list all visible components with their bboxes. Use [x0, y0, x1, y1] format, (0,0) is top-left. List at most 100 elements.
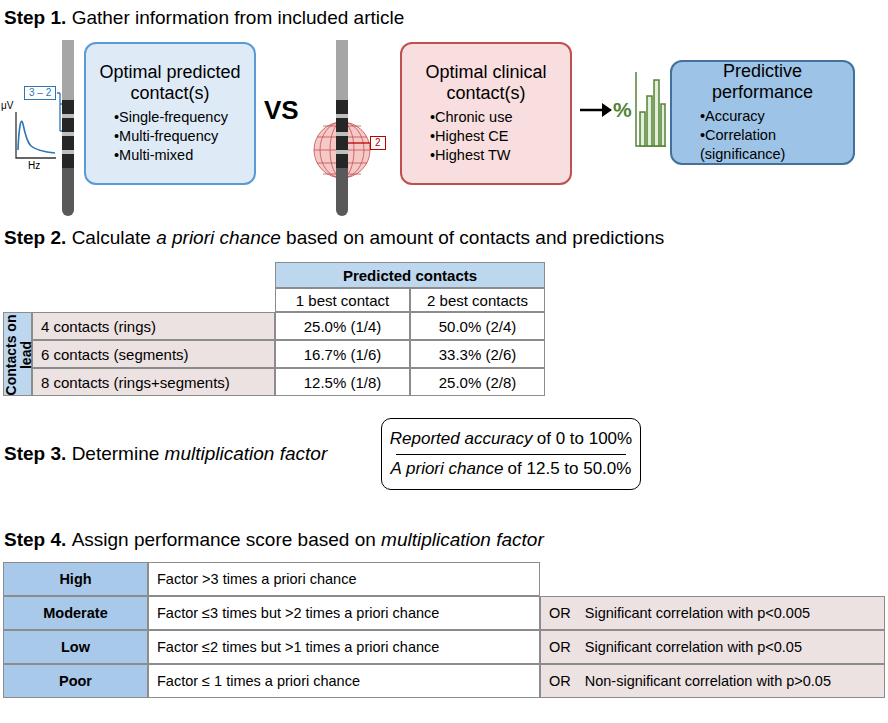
table-cell: 50.0% (2/4) — [410, 312, 545, 340]
or-label: OR — [549, 605, 571, 621]
fraction-text: of 12.5 to 50.0% — [508, 459, 632, 478]
table-text: Non-significant correlation with p>0.05 — [585, 673, 831, 689]
table-cell: 33.3% (2/6) — [410, 340, 545, 368]
table-header: Contacts on lead — [3, 315, 34, 396]
bullet-item: •Correlation (significance) — [682, 126, 843, 164]
table-cell: OR Significant correlation with p<0.05 — [540, 630, 885, 664]
numerator: Reported accuracyof 0 to 100% — [390, 428, 632, 450]
axis-label: Hz — [28, 160, 40, 171]
rotated-header: Contacts on lead — [4, 313, 34, 397]
step-heading: Step 2.Calculatea priori chancebased on … — [4, 226, 670, 250]
step-text: based on amount of contacts and predicti… — [286, 227, 664, 248]
table-cell: Factor >3 times a priori chance — [148, 562, 540, 596]
contact-number: 2 — [375, 137, 381, 148]
step-number: Step 4. — [4, 529, 66, 550]
table-cell: 1 best contact — [275, 288, 410, 312]
table-cell: Moderate — [3, 596, 148, 630]
table-cell: Poor — [3, 664, 148, 698]
bullet-item: •Highest TW — [412, 146, 560, 165]
table-cell: Factor ≤ 1 times a priori chance — [148, 664, 540, 698]
table-text: 25.0% (1/4) — [304, 318, 382, 335]
box-title: Optimal clinical contact(s) — [412, 62, 560, 103]
table-cell: Low — [3, 630, 148, 664]
step-heading: Step 4. Assign performance score based on… — [4, 528, 549, 552]
fraction-box: Reported accuracyof 0 to 100% A priori ch… — [381, 418, 641, 490]
versus-label: VS — [264, 95, 299, 126]
fraction-text: A priori chance — [391, 459, 504, 478]
table-text: Factor >3 times a priori chance — [157, 571, 356, 587]
bullet-item: •Multi-frequency — [96, 127, 244, 146]
table-text: Significant correlation with p<0.05 — [585, 639, 802, 655]
table-text: 4 contacts (rings) — [41, 318, 156, 335]
table-cell: 12.5% (1/8) — [275, 368, 410, 396]
table-cell: Factor ≤3 times but >2 times a priori ch… — [148, 596, 540, 630]
fraction-text: of 0 to 100% — [537, 429, 632, 448]
bullet-item: •Accuracy — [682, 107, 843, 126]
table-text: Poor — [59, 673, 92, 689]
result-arrow — [580, 103, 612, 117]
predicted-box: Optimal predicted contact(s) •Single-freq… — [84, 42, 256, 185]
table-cell: High — [3, 562, 148, 596]
table-cell: 2 best contacts — [410, 288, 545, 312]
versus-label: VS — [264, 95, 299, 125]
table-cell: 8 contacts (rings+segments) — [32, 368, 275, 396]
dbs-lead — [62, 40, 74, 216]
or-label: OR — [549, 673, 571, 689]
step-text: Gather information from included article — [72, 7, 405, 28]
table-text: 50.0% (2/4) — [439, 318, 517, 335]
table-cell: 4 contacts (rings) — [32, 312, 275, 340]
table-text: 16.7% (1/6) — [304, 346, 382, 363]
table-text: Predicted contacts — [343, 267, 477, 284]
table-cell: 25.0% (2/8) — [410, 368, 545, 396]
step-text: a priori chance — [156, 227, 281, 248]
table-cell: Contacts on lead — [3, 312, 32, 396]
leader-line — [57, 93, 62, 131]
bar-chart-icon — [636, 72, 666, 146]
spectrum-plot — [16, 112, 56, 158]
performance-box: Predictive performance•Accuracy•Correlat… — [670, 60, 855, 165]
fraction-text: Reported accuracy — [390, 429, 533, 448]
axis-label: Hz — [28, 160, 40, 171]
table-cell: OR Significant correlation with p<0.005 — [540, 596, 885, 630]
table-text: 1 best contact — [296, 292, 389, 309]
table-cell: 25.0% (1/4) — [275, 312, 410, 340]
table-text: Moderate — [43, 605, 107, 621]
box-title: Optimal predicted contact(s) — [96, 62, 244, 103]
leader-line — [348, 142, 370, 143]
step-heading: Step 1.Gather information from included … — [4, 6, 410, 30]
bullet-item: •Highest CE — [412, 127, 560, 146]
step-text: Assign performance score based on — [72, 529, 376, 550]
bullet-item: •Multi-mixed — [96, 146, 244, 165]
step-number: Step 3. — [4, 443, 66, 464]
step-text: Calculate — [72, 227, 151, 248]
table-cell: Predicted contacts — [275, 262, 545, 288]
axis-label: μV — [1, 100, 13, 111]
table-text: 12.5% (1/8) — [304, 374, 382, 391]
table-cell: OR Non-significant correlation with p>0.0… — [540, 664, 885, 698]
contact-number: 3 – 2 — [29, 87, 51, 98]
table-cell: Factor ≤2 times but >1 times a priori ch… — [148, 630, 540, 664]
percent-symbol: % — [613, 98, 632, 121]
table-text: 6 contacts (segments) — [41, 346, 189, 363]
contact-tag: 2 — [370, 136, 386, 150]
table-text: Significant correlation with p<0.005 — [585, 605, 810, 621]
step-text: multiplication factor — [165, 443, 328, 464]
clinical-box: Optimal clinical contact(s)•Chronic use•… — [400, 42, 572, 185]
axis-label: μV — [1, 100, 13, 111]
step-text: Determine — [72, 443, 160, 464]
table-text: Factor ≤ 1 times a priori chance — [157, 673, 360, 689]
table-text: Factor ≤3 times but >2 times a priori ch… — [157, 605, 439, 621]
bullet-item: •Single-frequency — [96, 108, 244, 127]
table-cell: 6 contacts (segments) — [32, 340, 275, 368]
denominator: A priori chanceof 12.5 to 50.0% — [391, 458, 632, 480]
bullet-item: •Chronic use — [412, 108, 560, 127]
or-label: OR — [549, 639, 571, 655]
table-text: 8 contacts (rings+segments) — [41, 374, 230, 391]
percent-symbol: % — [613, 98, 632, 122]
table-text: Low — [61, 639, 90, 655]
table-text: Factor ≤2 times but >1 times a priori ch… — [157, 639, 439, 655]
table-text: 33.3% (2/6) — [439, 346, 517, 363]
table-cell: 16.7% (1/6) — [275, 340, 410, 368]
step-text: multiplication factor — [381, 529, 544, 550]
